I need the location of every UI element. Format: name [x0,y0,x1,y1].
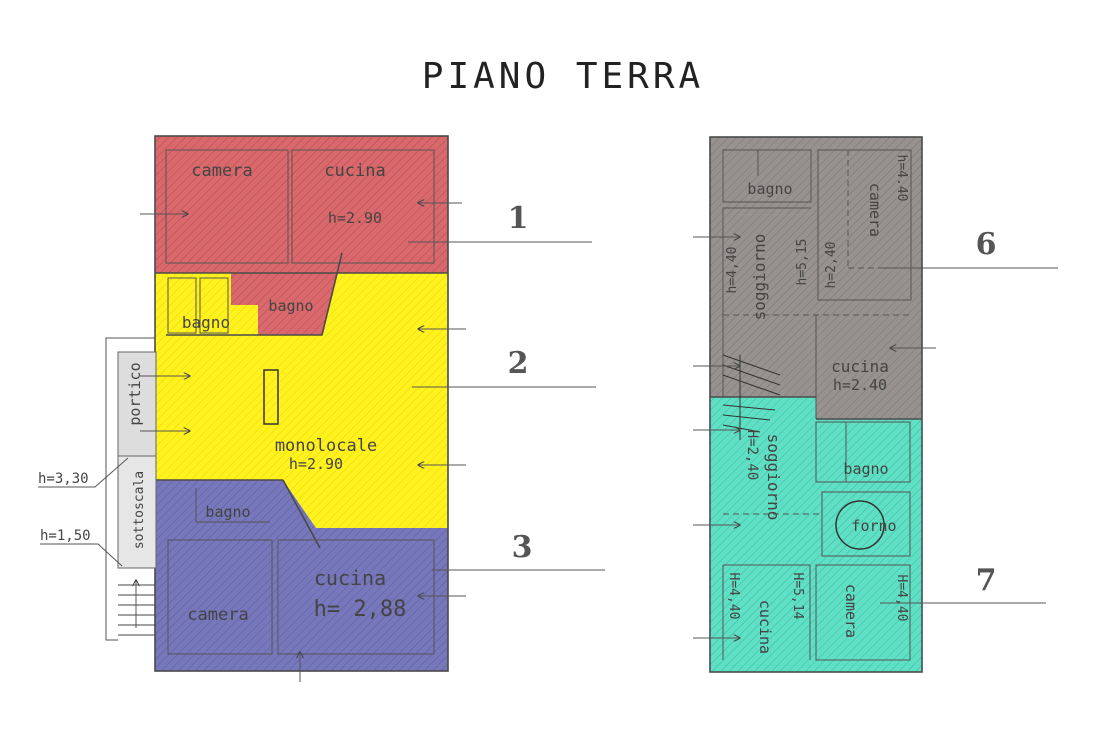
unit-6-h240: h=2,40 [824,242,839,289]
unit-1-cucina-label: cucina [324,161,385,181]
unit-1-height-label: h=2.90 [328,209,382,227]
unit-7-h440b: H=4,40 [894,575,909,622]
unit-7-h440a: H=4,40 [726,573,741,620]
unit-7-area [710,397,922,672]
right-outer-wall [709,136,923,673]
unit-7-stair-height: H=2,40 [744,430,760,481]
unit-6-cucina-height: h=2.40 [833,376,887,394]
unit-2-bagno-label: bagno [268,297,313,315]
column [263,369,279,425]
unit-7-cucina-label: cucina [756,600,774,654]
unit-6-h515: h=5,15 [795,239,810,286]
sottoscala-area [117,455,157,569]
dim-h150: h=1,50 [40,528,91,544]
left-building: camera cucina h=2.90 bagno bagno monoloc… [38,135,605,682]
unit-6-soggiorno-label: soggiorno [750,234,769,321]
unit-6-cucina-label: cucina [831,357,889,376]
unit-1-number: 1 [508,201,529,236]
unit-1-camera-label: camera [191,161,252,181]
unit-7-h514: H=5,14 [790,573,805,620]
unit-6-h440: h=4,40 [725,247,740,294]
plan-title: PIANO TERRA [422,56,704,97]
right-building: bagno camera h=4.40 h=4,40 soggiorno h=5… [693,136,1058,673]
stairs-right [722,354,781,440]
dim-h330: h=3,30 [38,471,89,487]
unit-3-cucina-label: cucina [314,566,386,590]
unit-2-area [155,273,448,528]
unit-6-camera-label: camera [866,183,884,237]
unit-2-number: 2 [508,346,529,381]
unit-6-number: 6 [976,227,997,262]
unit-1-area [155,136,448,273]
unit-6-camera-height: h=4.40 [894,155,909,202]
unit-7-soggiorno-label: soggiorno [764,434,783,521]
unit-2-height-label: h=2.90 [289,455,343,473]
portico-area [117,351,157,457]
unit-3-height-label: h= 2,88 [314,597,407,622]
unit-3-camera-label: camera [187,605,248,625]
unit-7-forno-label: forno [851,517,896,535]
unit-3-bagno-label: bagno [205,503,250,521]
unit-6-bagno-label: bagno [747,180,792,198]
unit-7-number: 7 [976,563,997,598]
sottoscala-label: sottoscala [132,471,147,549]
unit-2-monolocale-label: monolocale [275,436,377,456]
unit-1-bagno-area [231,273,338,335]
unit-3-number: 3 [512,530,533,565]
unit-7-bagno-label: bagno [843,460,888,478]
unit-2-bagno-small-label: bagno [182,313,230,332]
forno-oven [835,500,885,550]
portico-label: portico [126,362,144,425]
unit-7-camera-label: camera [842,584,860,638]
unit-3-area [155,480,448,671]
